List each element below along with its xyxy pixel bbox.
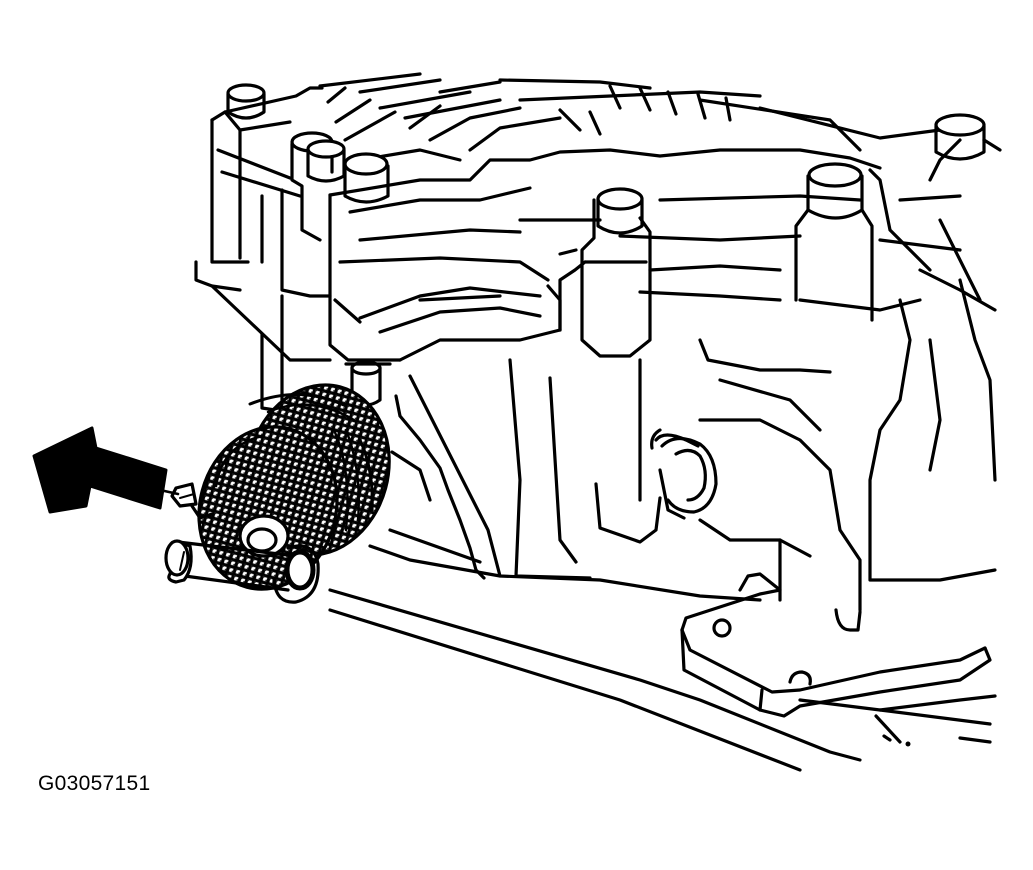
arrow-left-icon (32, 426, 180, 514)
bolt-left-center (306, 139, 346, 183)
bolt-right (794, 162, 874, 322)
bolt-far-right (934, 113, 1002, 161)
top-casting-outline (210, 86, 997, 362)
figure-code-label: G03057151 (38, 772, 151, 795)
bolt-center (580, 187, 652, 358)
upper-housing-fins (318, 72, 942, 162)
base-rails (328, 528, 997, 772)
mounting-bracket (680, 572, 992, 718)
case-plug (660, 436, 718, 514)
mount-bolt-sleeve (164, 482, 320, 604)
bolt-rear-left (226, 83, 266, 120)
